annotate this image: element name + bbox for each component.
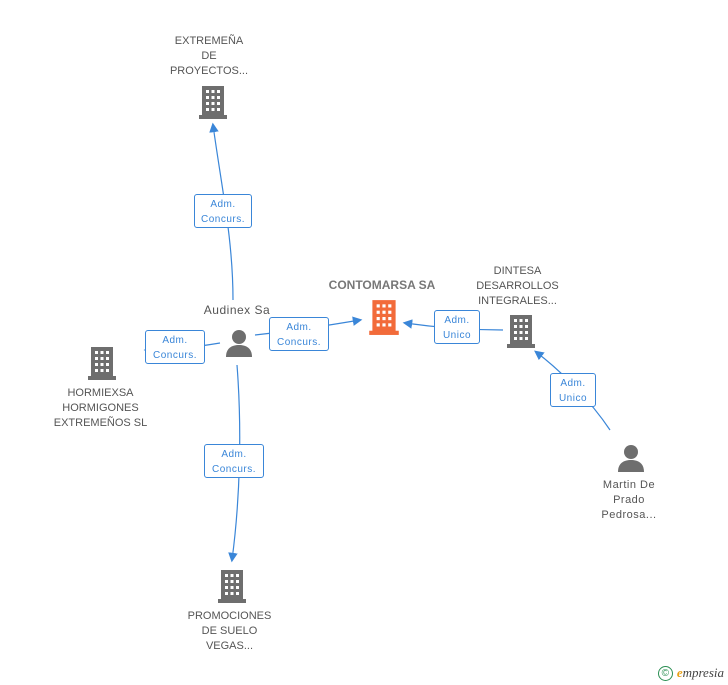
node-audinex-label[interactable]: Audinex Sa (195, 303, 279, 318)
brand-logo: empresia (677, 665, 724, 681)
node-martin-label[interactable]: Martin De Prado Pedrosa... (588, 478, 670, 523)
label-line: DINTESA (493, 265, 542, 277)
label-line: CONTOMARSA SA (328, 278, 436, 292)
brand-rest: mpresia (682, 665, 724, 680)
role-badge-contomarsa[interactable]: Adm. Concurs. (269, 317, 329, 351)
label-line: INTEGRALES... (478, 295, 557, 307)
node-extremena-label[interactable]: EXTREMEÑA DE PROYECTOS... (163, 34, 255, 79)
brand-footer: © empresia (657, 665, 724, 681)
label-line: Pedrosa... (601, 509, 657, 521)
main-building-icon[interactable] (367, 298, 401, 336)
node-promociones-label[interactable]: PROMOCIONES DE SUELO VEGAS... (182, 609, 277, 654)
label-line: PROMOCIONES (187, 610, 272, 622)
role-line: Adm. (444, 315, 470, 326)
person-icon[interactable] (616, 443, 646, 473)
role-line: Concurs. (211, 464, 256, 475)
node-hormiexsa-label[interactable]: HORMIEXSA HORMIGONES EXTREMEÑOS SL (48, 386, 153, 431)
role-badge-extremena[interactable]: Adm. Concurs. (194, 194, 252, 228)
label-line: DE SUELO (201, 625, 258, 637)
role-line: Unico (558, 393, 588, 404)
role-line: Concurs. (152, 350, 197, 361)
role-badge-dintesa[interactable]: Adm. Unico (434, 310, 480, 344)
role-line: Unico (442, 330, 472, 341)
role-badge-martin[interactable]: Adm. Unico (550, 373, 596, 407)
role-line: Adm. (286, 322, 312, 333)
role-badge-promociones[interactable]: Adm. Concurs. (204, 444, 264, 478)
label-line: HORMIGONES (62, 402, 139, 414)
role-line: Adm. (162, 335, 188, 346)
role-line: Adm. (210, 199, 236, 210)
role-badge-hormiexsa[interactable]: Adm. Concurs. (145, 330, 205, 364)
copyright-icon: © (657, 665, 673, 681)
label-line: EXTREMEÑA (174, 35, 244, 47)
role-line: Concurs. (200, 214, 245, 225)
person-icon[interactable] (224, 328, 254, 358)
role-line: Adm. (221, 449, 247, 460)
label-line: Martin De (602, 479, 656, 491)
role-line: Concurs. (276, 337, 321, 348)
label-line: EXTREMEÑOS SL (53, 417, 148, 429)
node-dintesa-label[interactable]: DINTESA DESARROLLOS INTEGRALES... (470, 264, 565, 309)
label-line: Prado (613, 494, 645, 506)
building-icon[interactable] (86, 345, 118, 381)
label-line: VEGAS... (205, 640, 254, 652)
building-icon[interactable] (197, 84, 229, 120)
brand-initial: e (676, 665, 683, 680)
label-line: DESARROLLOS (476, 280, 559, 292)
label-line: PROYECTOS... (169, 65, 249, 77)
label-line: DE (201, 50, 217, 62)
role-line: Adm. (560, 378, 586, 389)
label-line: HORMIEXSA (67, 387, 134, 399)
building-icon[interactable] (216, 568, 248, 604)
node-contomarsa-label[interactable]: CONTOMARSA SA (322, 278, 442, 293)
label-line: Audinex Sa (203, 303, 271, 317)
building-icon[interactable] (505, 313, 537, 349)
